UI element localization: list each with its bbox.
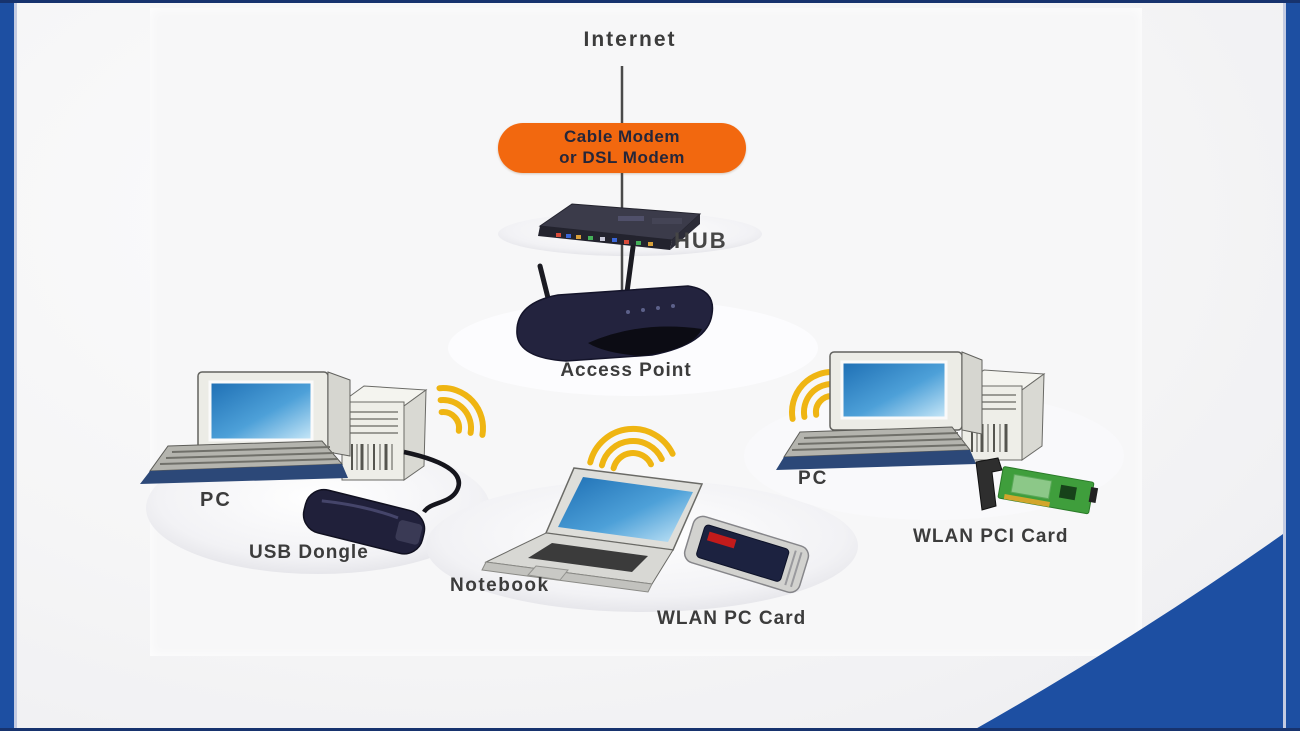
modem-label-line2: or DSL Modem: [559, 148, 685, 167]
pc-right-label: PC: [798, 468, 829, 489]
modem-label-line1: Cable Modem: [563, 127, 681, 147]
hub-device: [538, 203, 702, 250]
internet-label: Internet: [583, 28, 677, 51]
hub-label: HUB: [674, 228, 728, 253]
wlan-pc-card-label: WLAN PC Card: [657, 608, 807, 629]
wlan-pc-card-device: [683, 515, 810, 594]
wlan-pci-card-device: [975, 457, 1099, 515]
top-edge-line: [0, 0, 1300, 3]
cable-dsl-modem-node: Cable Modem or DSL Modem: [498, 123, 746, 173]
desktop-pc-right: [776, 351, 1046, 470]
left-accent-bar: [0, 0, 17, 731]
right-accent-bar: [1283, 0, 1300, 731]
access-point-label: Access Point: [560, 360, 692, 381]
wifi-signal-center: [587, 425, 676, 472]
access-point-device: [516, 244, 714, 362]
usb-dongle-device: [302, 449, 462, 555]
bottom-edge-line: [0, 728, 1300, 731]
desktop-pc-left: [140, 371, 428, 484]
wifi-signal-left: [436, 385, 486, 438]
notebook-device: [481, 467, 704, 593]
notebook-label: Notebook: [450, 575, 550, 596]
pc-left-label: PC: [200, 489, 232, 511]
usb-dongle-label: USB Dongle: [249, 542, 369, 563]
wlan-pci-card-label: WLAN PCI Card: [913, 526, 1069, 547]
